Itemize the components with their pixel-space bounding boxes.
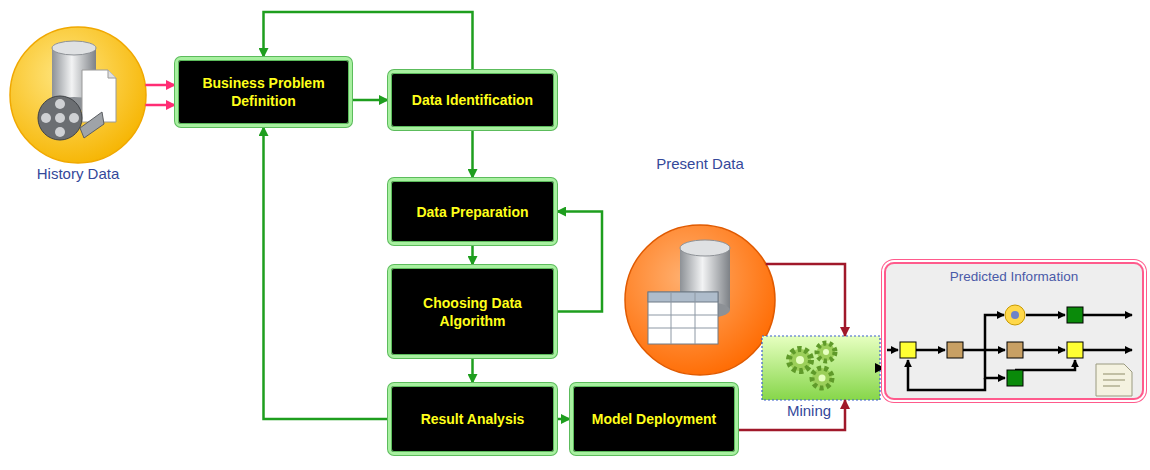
process-box: Data Preparation — [388, 178, 557, 245]
flow-arrow — [557, 418, 570, 421]
process-label: Choosing Data Algorithm — [399, 294, 546, 330]
process-label: Data Preparation — [416, 203, 528, 221]
node-label: Present Data — [653, 155, 747, 173]
node-label: History Data — [34, 165, 123, 183]
data-source-circle: Present Data — [625, 225, 775, 375]
output-panel: Predicted Information — [884, 262, 1144, 400]
flow-arrow — [145, 104, 175, 107]
process-box: Business Problem Definition — [175, 57, 352, 127]
flow-arrow — [471, 130, 474, 178]
flow-arrow — [557, 212, 602, 312]
flow-arrow — [352, 99, 388, 102]
flow-arrow — [766, 264, 845, 336]
flow-arrow — [471, 245, 474, 265]
flow-arrow — [471, 358, 474, 383]
flow-arrow — [264, 127, 389, 419]
process-label: Data Identification — [412, 91, 533, 109]
history-data-icon — [10, 27, 146, 163]
process-box: Result Analysis — [388, 383, 557, 455]
flow-arrow — [738, 400, 845, 430]
process-label: Business Problem Definition — [186, 74, 341, 110]
process-box: Model Deployment — [570, 383, 738, 455]
process-label: Model Deployment — [592, 410, 716, 428]
process-box: Choosing Data Algorithm — [388, 265, 557, 358]
process-box: Data Identification — [388, 70, 557, 130]
process-label: Result Analysis — [421, 410, 525, 428]
predicted-flowchart — [884, 262, 1144, 400]
panel-heading: Predicted Information — [886, 268, 1142, 286]
flow-arrow — [145, 84, 175, 87]
data-source-circle: History Data — [10, 27, 146, 163]
mining-gears — [762, 336, 880, 400]
node-label: Mining — [784, 402, 834, 420]
mining-box: Mining — [762, 336, 880, 400]
present-data-icon — [625, 225, 775, 375]
